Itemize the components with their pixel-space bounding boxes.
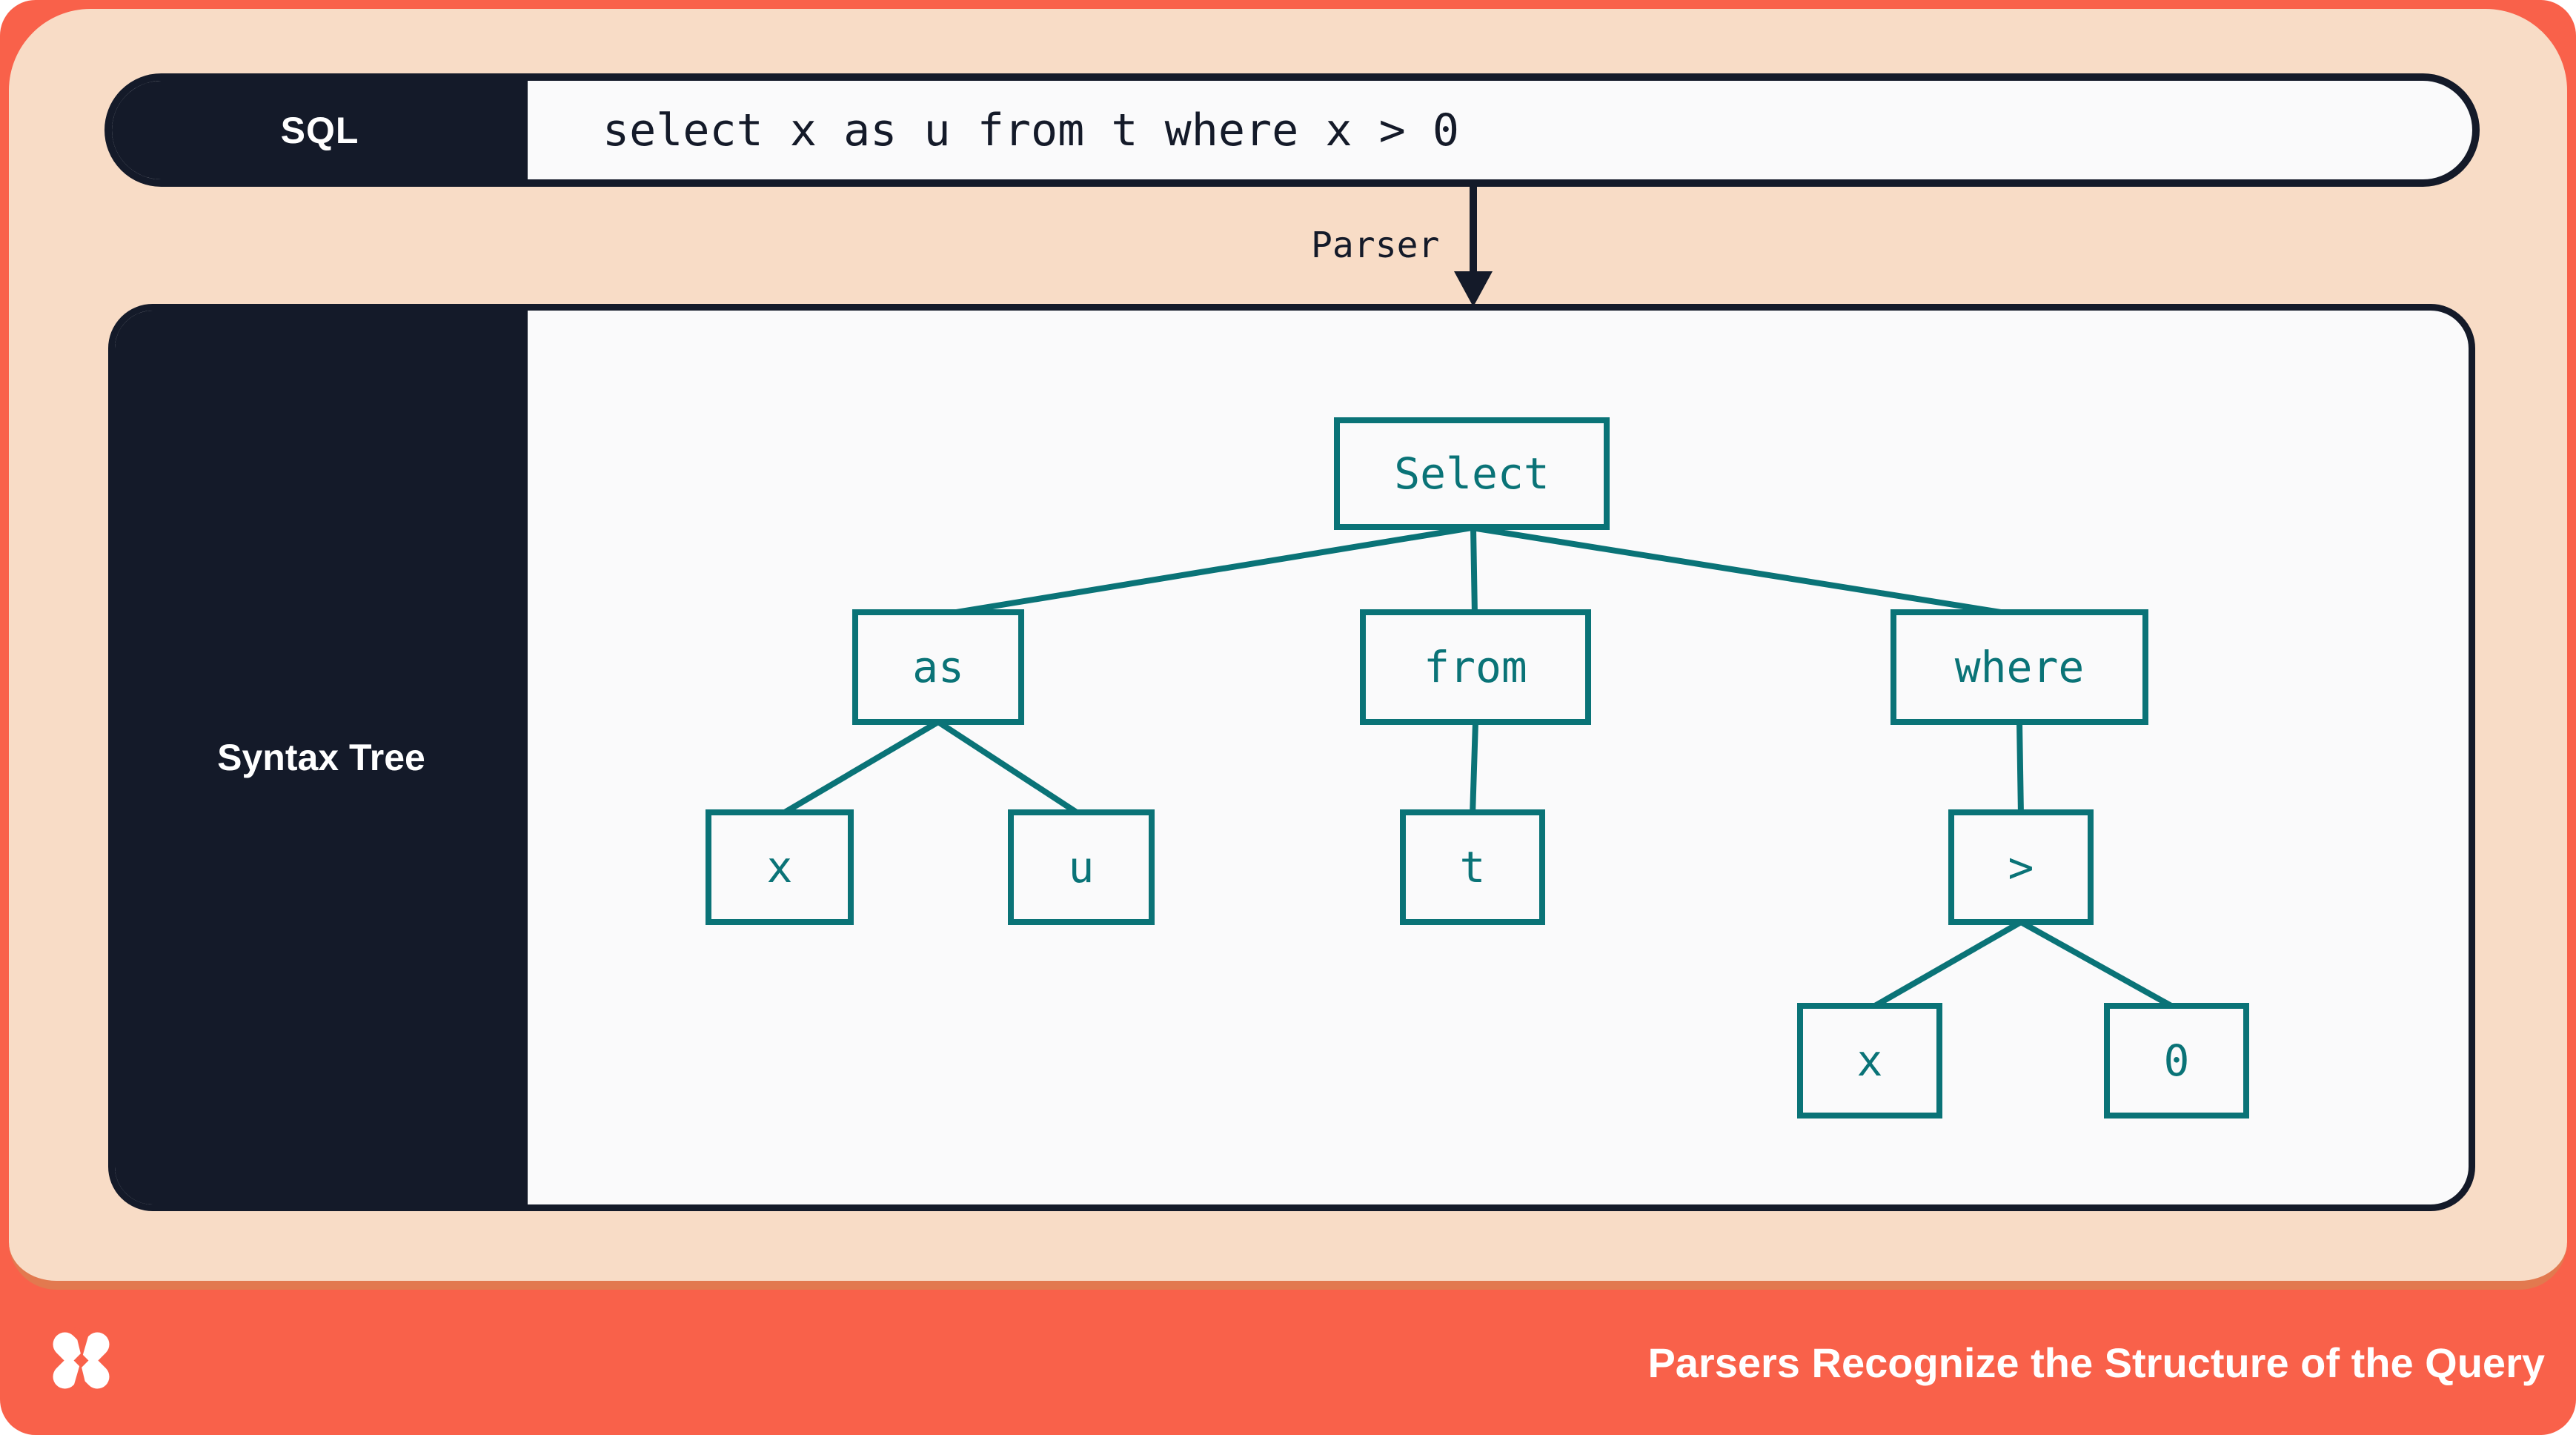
footer-title: Parsers Recognize the Structure of the Q… bbox=[1647, 1339, 2545, 1386]
tree-node-greater-than: > bbox=[1948, 809, 2094, 925]
syntax-tree-label-segment: Syntax Tree bbox=[115, 311, 528, 1204]
tree-node-where: where bbox=[1890, 609, 2148, 725]
sql-label-segment: SQL bbox=[112, 81, 528, 179]
tree-node-u: u bbox=[1008, 809, 1155, 925]
tree-node-select: Select bbox=[1334, 417, 1610, 530]
tree-node-from: from bbox=[1360, 609, 1591, 725]
footer: Parsers Recognize the Structure of the Q… bbox=[0, 1290, 2576, 1435]
syntax-tree-label: Syntax Tree bbox=[217, 737, 425, 778]
xata-logo-icon bbox=[53, 1326, 110, 1395]
tree-node-t: t bbox=[1400, 809, 1545, 925]
tree-node-x-operand: x bbox=[1797, 1003, 1942, 1118]
parser-label: Parser bbox=[1311, 225, 1440, 266]
sql-query-text: select x as u from t where x > 0 bbox=[602, 104, 1459, 156]
tree-node-x: x bbox=[706, 809, 854, 925]
sql-bar: SQL select x as u from t where x > 0 bbox=[104, 73, 2480, 187]
tree-node-zero: 0 bbox=[2104, 1003, 2249, 1118]
syntax-tree-panel: Syntax Tree bbox=[108, 304, 2475, 1211]
sql-label: SQL bbox=[280, 109, 359, 151]
tree-node-as: as bbox=[852, 609, 1024, 725]
